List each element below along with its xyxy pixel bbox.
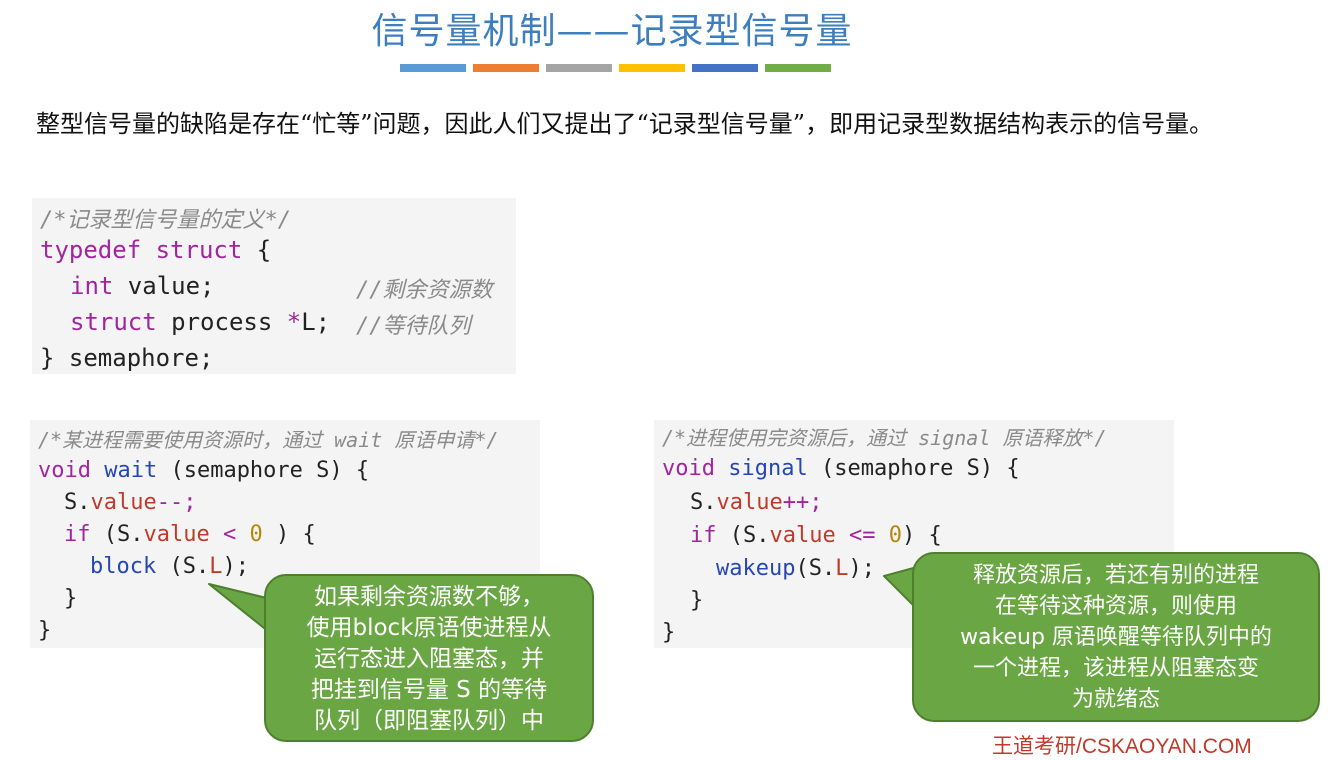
callout-line: 把挂到信号量 S 的等待 [310, 677, 548, 703]
code-line: S.value++; [690, 490, 822, 515]
code-comment: /*某进程需要使用资源时，通过 wait 原语申请*/ [38, 428, 499, 452]
page-title: 信号量机制——记录型信号量 [371, 11, 853, 52]
color-bar-6 [765, 64, 831, 72]
code-text: ) { [901, 523, 942, 548]
code-keyword: typedef struct [40, 236, 243, 264]
code-text: L; [301, 308, 331, 336]
code-operator: --; [156, 490, 197, 515]
code-function: wait [104, 458, 158, 483]
code-line: block (S.L); [90, 554, 249, 579]
callout-line: wakeup 原语唤醒等待队列中的 [960, 625, 1272, 650]
code-keyword: if [64, 522, 91, 547]
code-operator: < [209, 522, 250, 547]
code-line: int value; [70, 272, 215, 300]
code-text: ) { [262, 522, 316, 547]
code-function: block [90, 554, 157, 579]
code-operator: <= [835, 523, 889, 548]
callout-line: 为就绪态 [1071, 687, 1160, 712]
code-comment: //剩余资源数 [356, 278, 493, 303]
code-number: 0 [888, 523, 902, 548]
code-property: value [769, 523, 836, 548]
code-comment: /*记录型信号量的定义*/ [40, 208, 291, 233]
code-text: (semaphore S) { [157, 458, 370, 483]
color-bar-1 [400, 64, 466, 72]
code-line: } [690, 588, 704, 613]
code-line: } [662, 620, 676, 645]
code-function: wakeup [716, 556, 796, 581]
color-bar-5 [692, 64, 758, 72]
callout-line: 运行态进入阻塞态，并 [314, 646, 544, 672]
code-property: value [143, 522, 210, 547]
code-line: struct process *L; [70, 308, 330, 336]
callout-wakeup-explanation: 释放资源后，若还有别的进程 在等待这种资源，则使用 wakeup 原语唤醒等待队… [912, 552, 1320, 722]
code-line: typedef struct { [40, 236, 271, 264]
code-property: value [90, 490, 157, 515]
code-number: 0 [249, 522, 263, 547]
code-text: ); [222, 554, 249, 579]
code-line: wakeup(S.L); [716, 556, 875, 581]
code-line: void signal (semaphore S) { [662, 456, 1020, 481]
code-line: void wait (semaphore S) { [38, 458, 369, 483]
code-operator: ++; [782, 490, 823, 515]
code-text: process [156, 308, 287, 336]
callout-line: 使用block原语使进程从 [306, 615, 552, 641]
code-text: value; [113, 272, 215, 300]
code-text: ); [848, 556, 875, 581]
code-keyword: struct [70, 308, 157, 336]
code-line: S.value--; [64, 490, 196, 515]
intro-paragraph: 整型信号量的缺陷是存在“忙等”问题，因此人们又提出了“记录型信号量”，即用记录型… [36, 110, 1214, 138]
callout-line: 在等待这种资源，则使用 [994, 594, 1237, 619]
code-text: { [242, 236, 272, 264]
callout-line: 如果剩余资源数不够， [314, 584, 544, 610]
code-keyword: void [662, 456, 715, 481]
code-line: } semaphore; [40, 344, 214, 372]
callout-line: 释放资源后，若还有别的进程 [972, 563, 1259, 588]
code-text: S. [690, 490, 717, 515]
code-property: value [716, 490, 783, 515]
code-keyword: if [690, 523, 717, 548]
code-text: (S. [716, 523, 770, 548]
code-keyword: int [70, 272, 114, 300]
callout-line: 队列（即阻塞队列）中 [314, 708, 544, 734]
footer-brand: 王道考研/CSKAOYAN.COM [992, 735, 1252, 758]
code-line: } [64, 586, 78, 611]
code-comment: //等待队列 [356, 314, 471, 339]
code-line: if (S.value < 0 ) { [64, 522, 316, 547]
code-text: (S. [156, 554, 210, 579]
code-line: } [38, 618, 52, 643]
code-property: L [835, 556, 849, 581]
color-bar-4 [619, 64, 685, 72]
color-bar-3 [546, 64, 612, 72]
code-block-struct: /*记录型信号量的定义*/ typedef struct { int value… [32, 198, 516, 374]
color-bar-2 [473, 64, 539, 72]
code-property: L [209, 554, 223, 579]
code-text: (semaphore S) { [807, 456, 1020, 481]
code-text: S. [64, 490, 91, 515]
code-line: if (S.value <= 0) { [690, 523, 942, 548]
code-function: signal [728, 456, 808, 481]
callout-block-explanation: 如果剩余资源数不够， 使用block原语使进程从 运行态进入阻塞态，并 把挂到信… [264, 574, 594, 742]
callout-line: 一个进程，该进程从阻塞态变 [972, 656, 1259, 681]
code-comment: /*进程使用完资源后，通过 signal 原语释放*/ [662, 426, 1107, 450]
code-text: (S. [90, 522, 144, 547]
code-operator: * [286, 308, 302, 336]
code-keyword: void [38, 458, 91, 483]
code-text: (S. [795, 556, 836, 581]
